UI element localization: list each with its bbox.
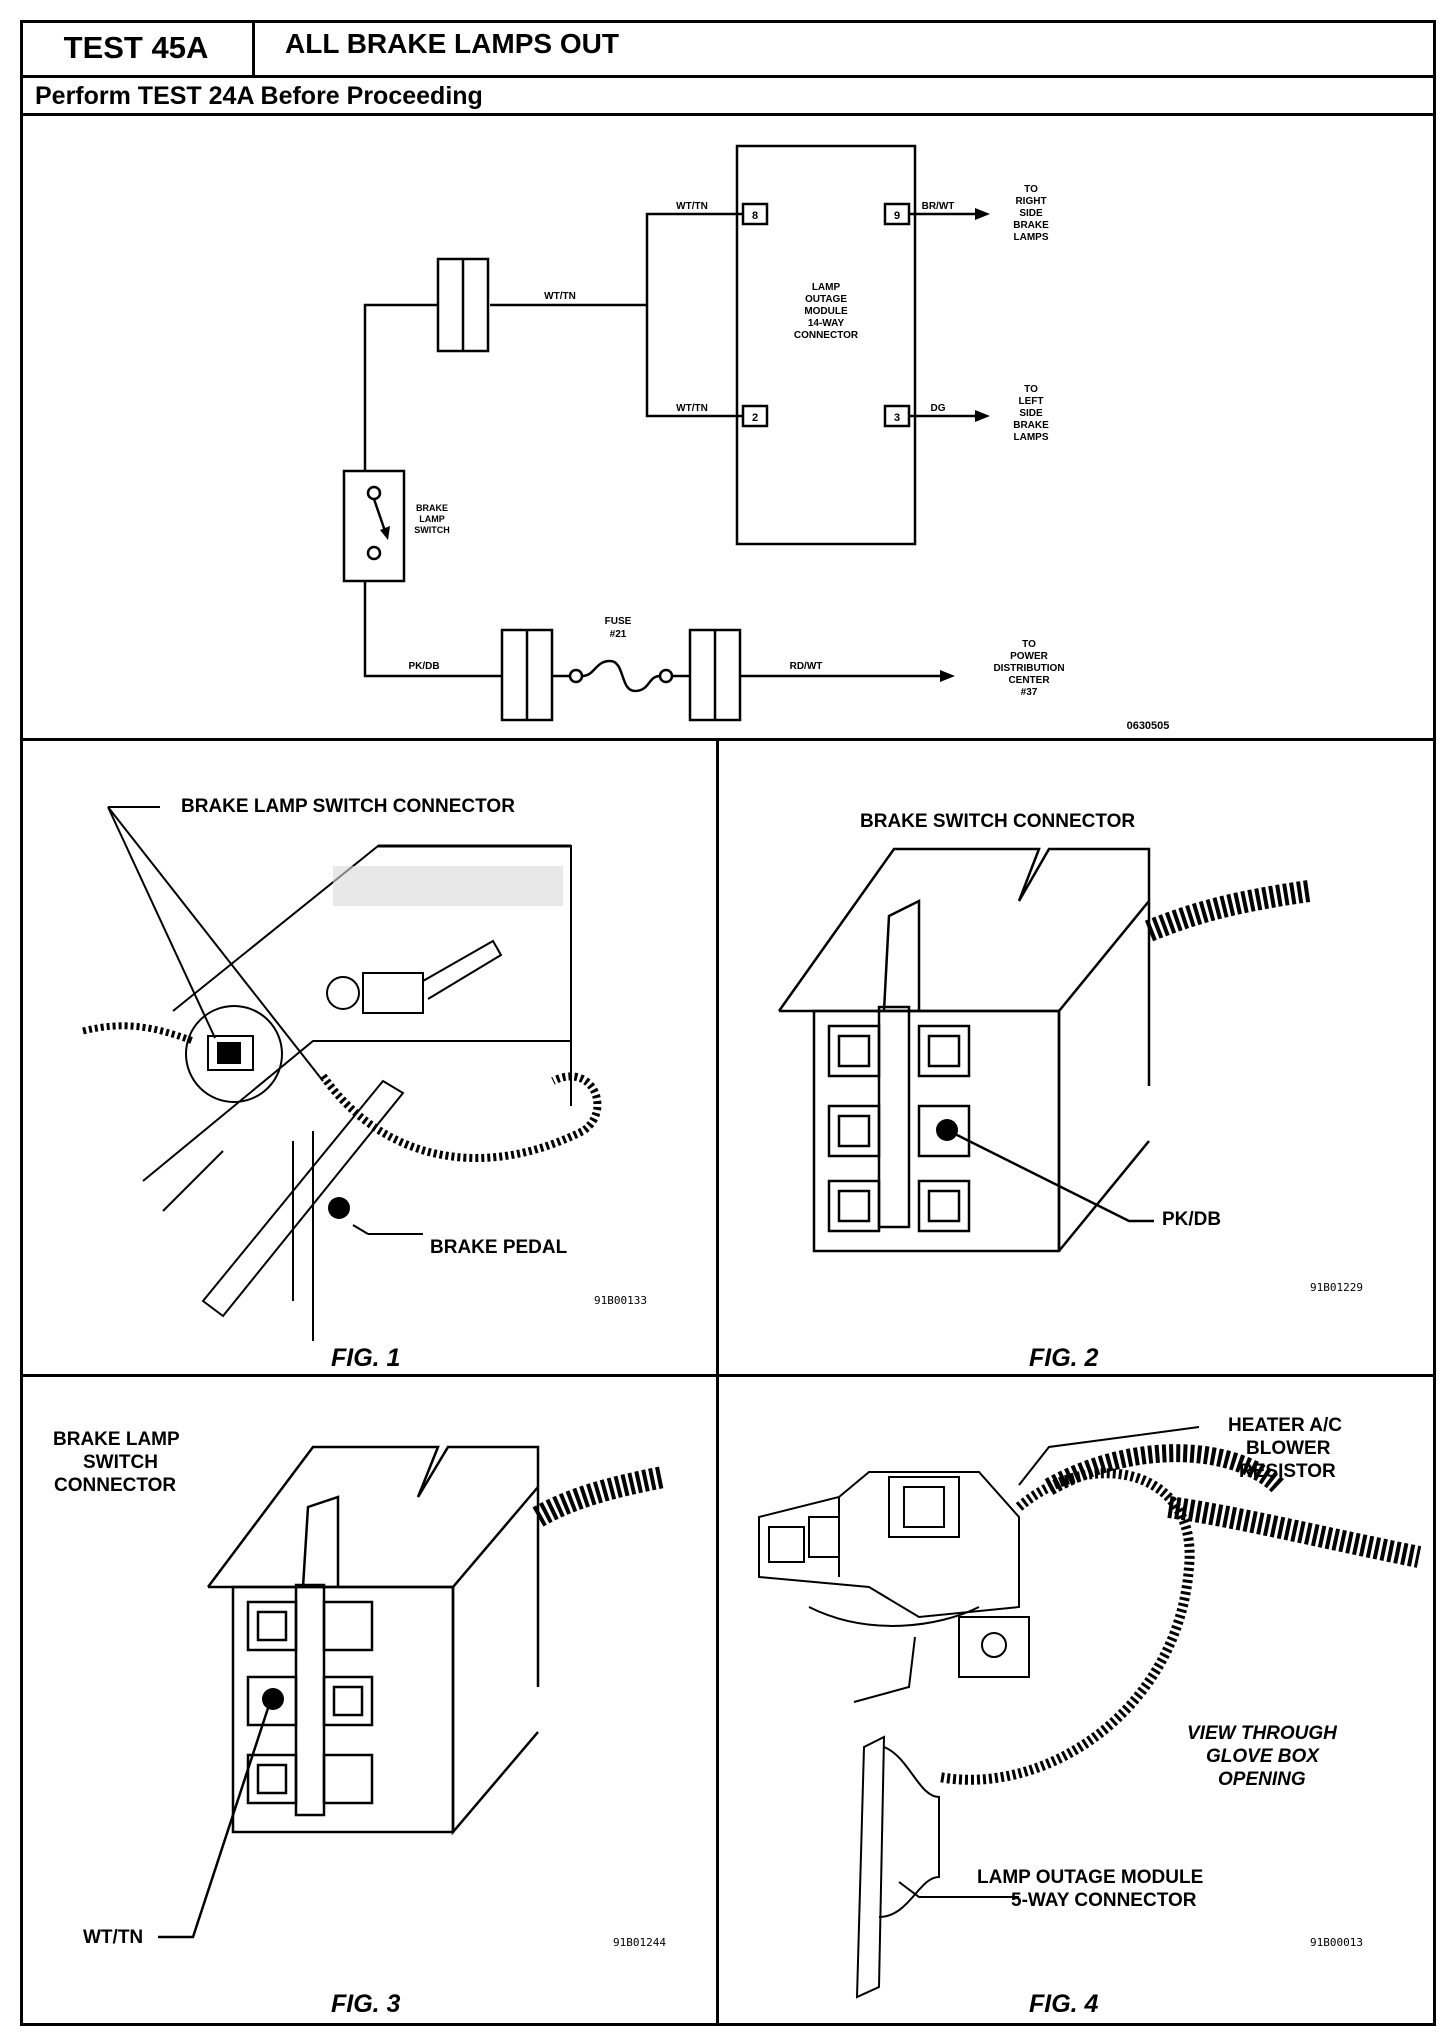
pin-bottom-left: 2 xyxy=(752,412,758,424)
fig4-callout-resistor-1: HEATER A/C xyxy=(1228,1415,1342,1436)
divider-schematic xyxy=(20,738,1436,741)
fig2-code: 91B01229 xyxy=(1310,1281,1363,1294)
fig2-label: FIG. 2 xyxy=(1029,1344,1099,1372)
left-side-1: TO xyxy=(1024,384,1038,395)
fig3-code: 91B01244 xyxy=(613,1936,666,1949)
connector-callout-circle xyxy=(185,1005,283,1103)
fig3-title-2: SWITCH xyxy=(83,1452,158,1473)
power-label-2: POWER xyxy=(1010,651,1049,662)
right-side-2: RIGHT xyxy=(1015,196,1046,207)
power-label-4: CENTER xyxy=(1008,675,1050,686)
brake-lamp-switch-box xyxy=(342,469,406,583)
left-side-3: SIDE xyxy=(1019,408,1043,419)
schematic-code: 0630505 xyxy=(1127,720,1170,732)
fig3-illustration xyxy=(158,1445,666,1939)
wire-top-left: WT/TN xyxy=(676,201,708,212)
right-side-5: LAMPS xyxy=(1014,232,1049,243)
fig3-title-3: CONNECTOR xyxy=(54,1475,177,1496)
wire-top-right: BR/WT xyxy=(922,201,955,212)
left-side-4: BRAKE xyxy=(1013,420,1049,431)
pin-top-left: 8 xyxy=(752,210,758,222)
lamp-outage-module-box xyxy=(735,144,917,546)
fig4-callout-view-2: GLOVE BOX xyxy=(1206,1746,1319,1767)
left-side-5: LAMPS xyxy=(1014,432,1049,443)
wire-main: WT/TN xyxy=(544,291,576,302)
test-title: ALL BRAKE LAMPS OUT xyxy=(285,28,619,59)
fig4-illustration xyxy=(758,1426,1422,1999)
prerequisite-text: Perform TEST 24A Before Proceeding xyxy=(35,82,483,110)
fig4-callout-view-1: VIEW THROUGH xyxy=(1187,1723,1337,1744)
power-label-5: #37 xyxy=(1021,687,1038,698)
fig1-callout-pedal: BRAKE PEDAL xyxy=(430,1237,568,1258)
fig2-illustration xyxy=(777,847,1311,1253)
fig3-connector-face xyxy=(231,1585,455,1834)
module-label-2: OUTAGE xyxy=(805,294,847,305)
module-label-4: 14-WAY xyxy=(808,318,845,329)
fig4-callout-module-2: 5-WAY CONNECTOR xyxy=(1011,1890,1197,1911)
power-label-3: DISTRIBUTION xyxy=(993,663,1064,674)
fig4-label: FIG. 4 xyxy=(1029,1990,1099,2018)
fig2-callout-pin: PK/DB xyxy=(1162,1209,1222,1230)
wire-bottom-right: DG xyxy=(931,403,946,414)
fig4-callout-resistor-2: BLOWER xyxy=(1246,1438,1331,1459)
fig2-connector-face xyxy=(812,1009,1061,1253)
divider-middle xyxy=(20,1374,1436,1377)
module-label-3: MODULE xyxy=(804,306,848,317)
fig3-label: FIG. 3 xyxy=(331,1990,401,2018)
fig4-callout-view-3: OPENING xyxy=(1218,1769,1306,1790)
test-id: TEST 45A xyxy=(20,20,255,75)
fig3-callout-pin: WT/TN xyxy=(83,1927,144,1948)
pin-top-right: 9 xyxy=(894,210,900,222)
fig4-callout-module-1: LAMP OUTAGE MODULE xyxy=(977,1867,1204,1888)
wire-bottom-left: WT/TN xyxy=(676,403,708,414)
right-side-1: TO xyxy=(1024,184,1038,195)
fuse-label-2: #21 xyxy=(610,629,627,640)
fuse-label-1: FUSE xyxy=(605,616,632,627)
module-label-1: LAMP xyxy=(812,282,841,293)
wire-pk-db: PK/DB xyxy=(408,661,439,672)
right-side-4: BRAKE xyxy=(1013,220,1049,231)
power-label-1: TO xyxy=(1022,639,1036,650)
fig3-title-1: BRAKE LAMP xyxy=(53,1429,180,1450)
fig4-code: 91B00013 xyxy=(1310,1936,1363,1949)
left-side-2: LEFT xyxy=(1019,396,1044,407)
module-label-5: CONNECTOR xyxy=(794,330,859,341)
wire-rd-wt: RD/WT xyxy=(790,661,823,672)
wiring-schematic: 8 9 2 3 WT/TN WT/TN WT/TN BR/WT DG PK/DB… xyxy=(342,144,1170,732)
switch-label-3: SWITCH xyxy=(414,525,450,535)
fig1-illustration xyxy=(82,806,602,1341)
fig1-label: FIG. 1 xyxy=(331,1344,401,1372)
divider-vertical xyxy=(716,738,719,2026)
switch-label-1: BRAKE xyxy=(416,503,448,513)
sub-header: Perform TEST 24A Before Proceeding xyxy=(20,78,1436,116)
fig1-code: 91B00133 xyxy=(594,1294,647,1307)
right-side-3: SIDE xyxy=(1019,208,1043,219)
switch-label-2: LAMP xyxy=(419,514,445,524)
fig1-callout-connector: BRAKE LAMP SWITCH CONNECTOR xyxy=(181,796,515,817)
fig4-callout-resistor-3: RESISTOR xyxy=(1239,1461,1336,1482)
pin-bottom-right: 3 xyxy=(894,412,900,424)
page-frame xyxy=(20,20,1436,2026)
fig2-title: BRAKE SWITCH CONNECTOR xyxy=(860,811,1136,832)
test-header: TEST 45A ALL BRAKE LAMPS OUT xyxy=(20,20,1436,78)
